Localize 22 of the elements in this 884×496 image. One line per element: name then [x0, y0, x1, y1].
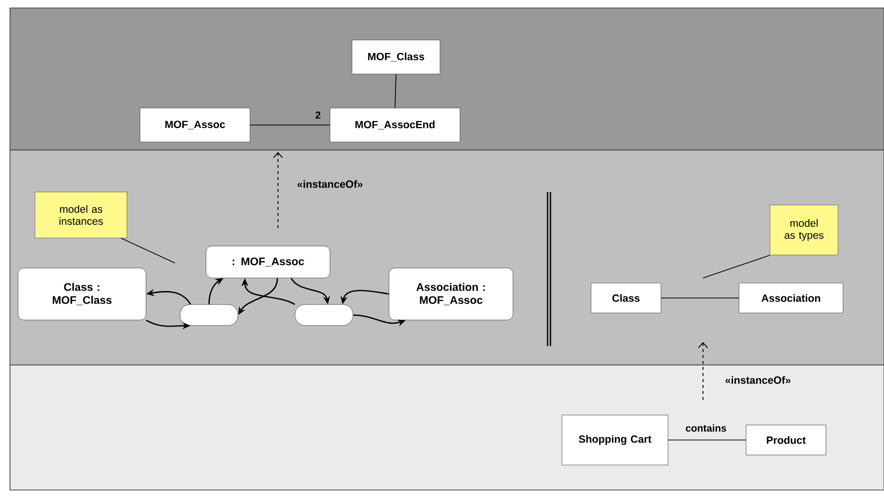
connector	[394, 74, 396, 108]
class-box: MOF_Class	[352, 40, 440, 74]
class-box: MOF_AssocEnd	[330, 108, 460, 142]
note-box: model as instances	[34, 192, 128, 238]
class-box: Class	[590, 282, 662, 314]
class-box: Shopping Cart	[562, 414, 668, 466]
edge-label: contains	[686, 424, 726, 432]
class-box: Product	[746, 424, 826, 456]
leader-line	[120, 238, 176, 264]
stereotype-label: «instanceOf»	[726, 376, 790, 384]
edge-label: 2	[316, 112, 320, 118]
class-box: MOF_Assoc	[140, 108, 250, 142]
leader-line	[702, 254, 770, 278]
stereotype-label: «instanceOf»	[298, 180, 362, 188]
note-box: model as types	[770, 204, 838, 256]
class-box: Association	[738, 282, 844, 314]
link-object	[180, 304, 238, 326]
object-box: Association : MOF_Assoc	[388, 268, 514, 320]
object-box: Class : MOF_Class	[18, 268, 146, 320]
object-box: : MOF_Assoc	[206, 246, 330, 278]
connector	[250, 124, 330, 126]
link-object	[294, 304, 354, 326]
